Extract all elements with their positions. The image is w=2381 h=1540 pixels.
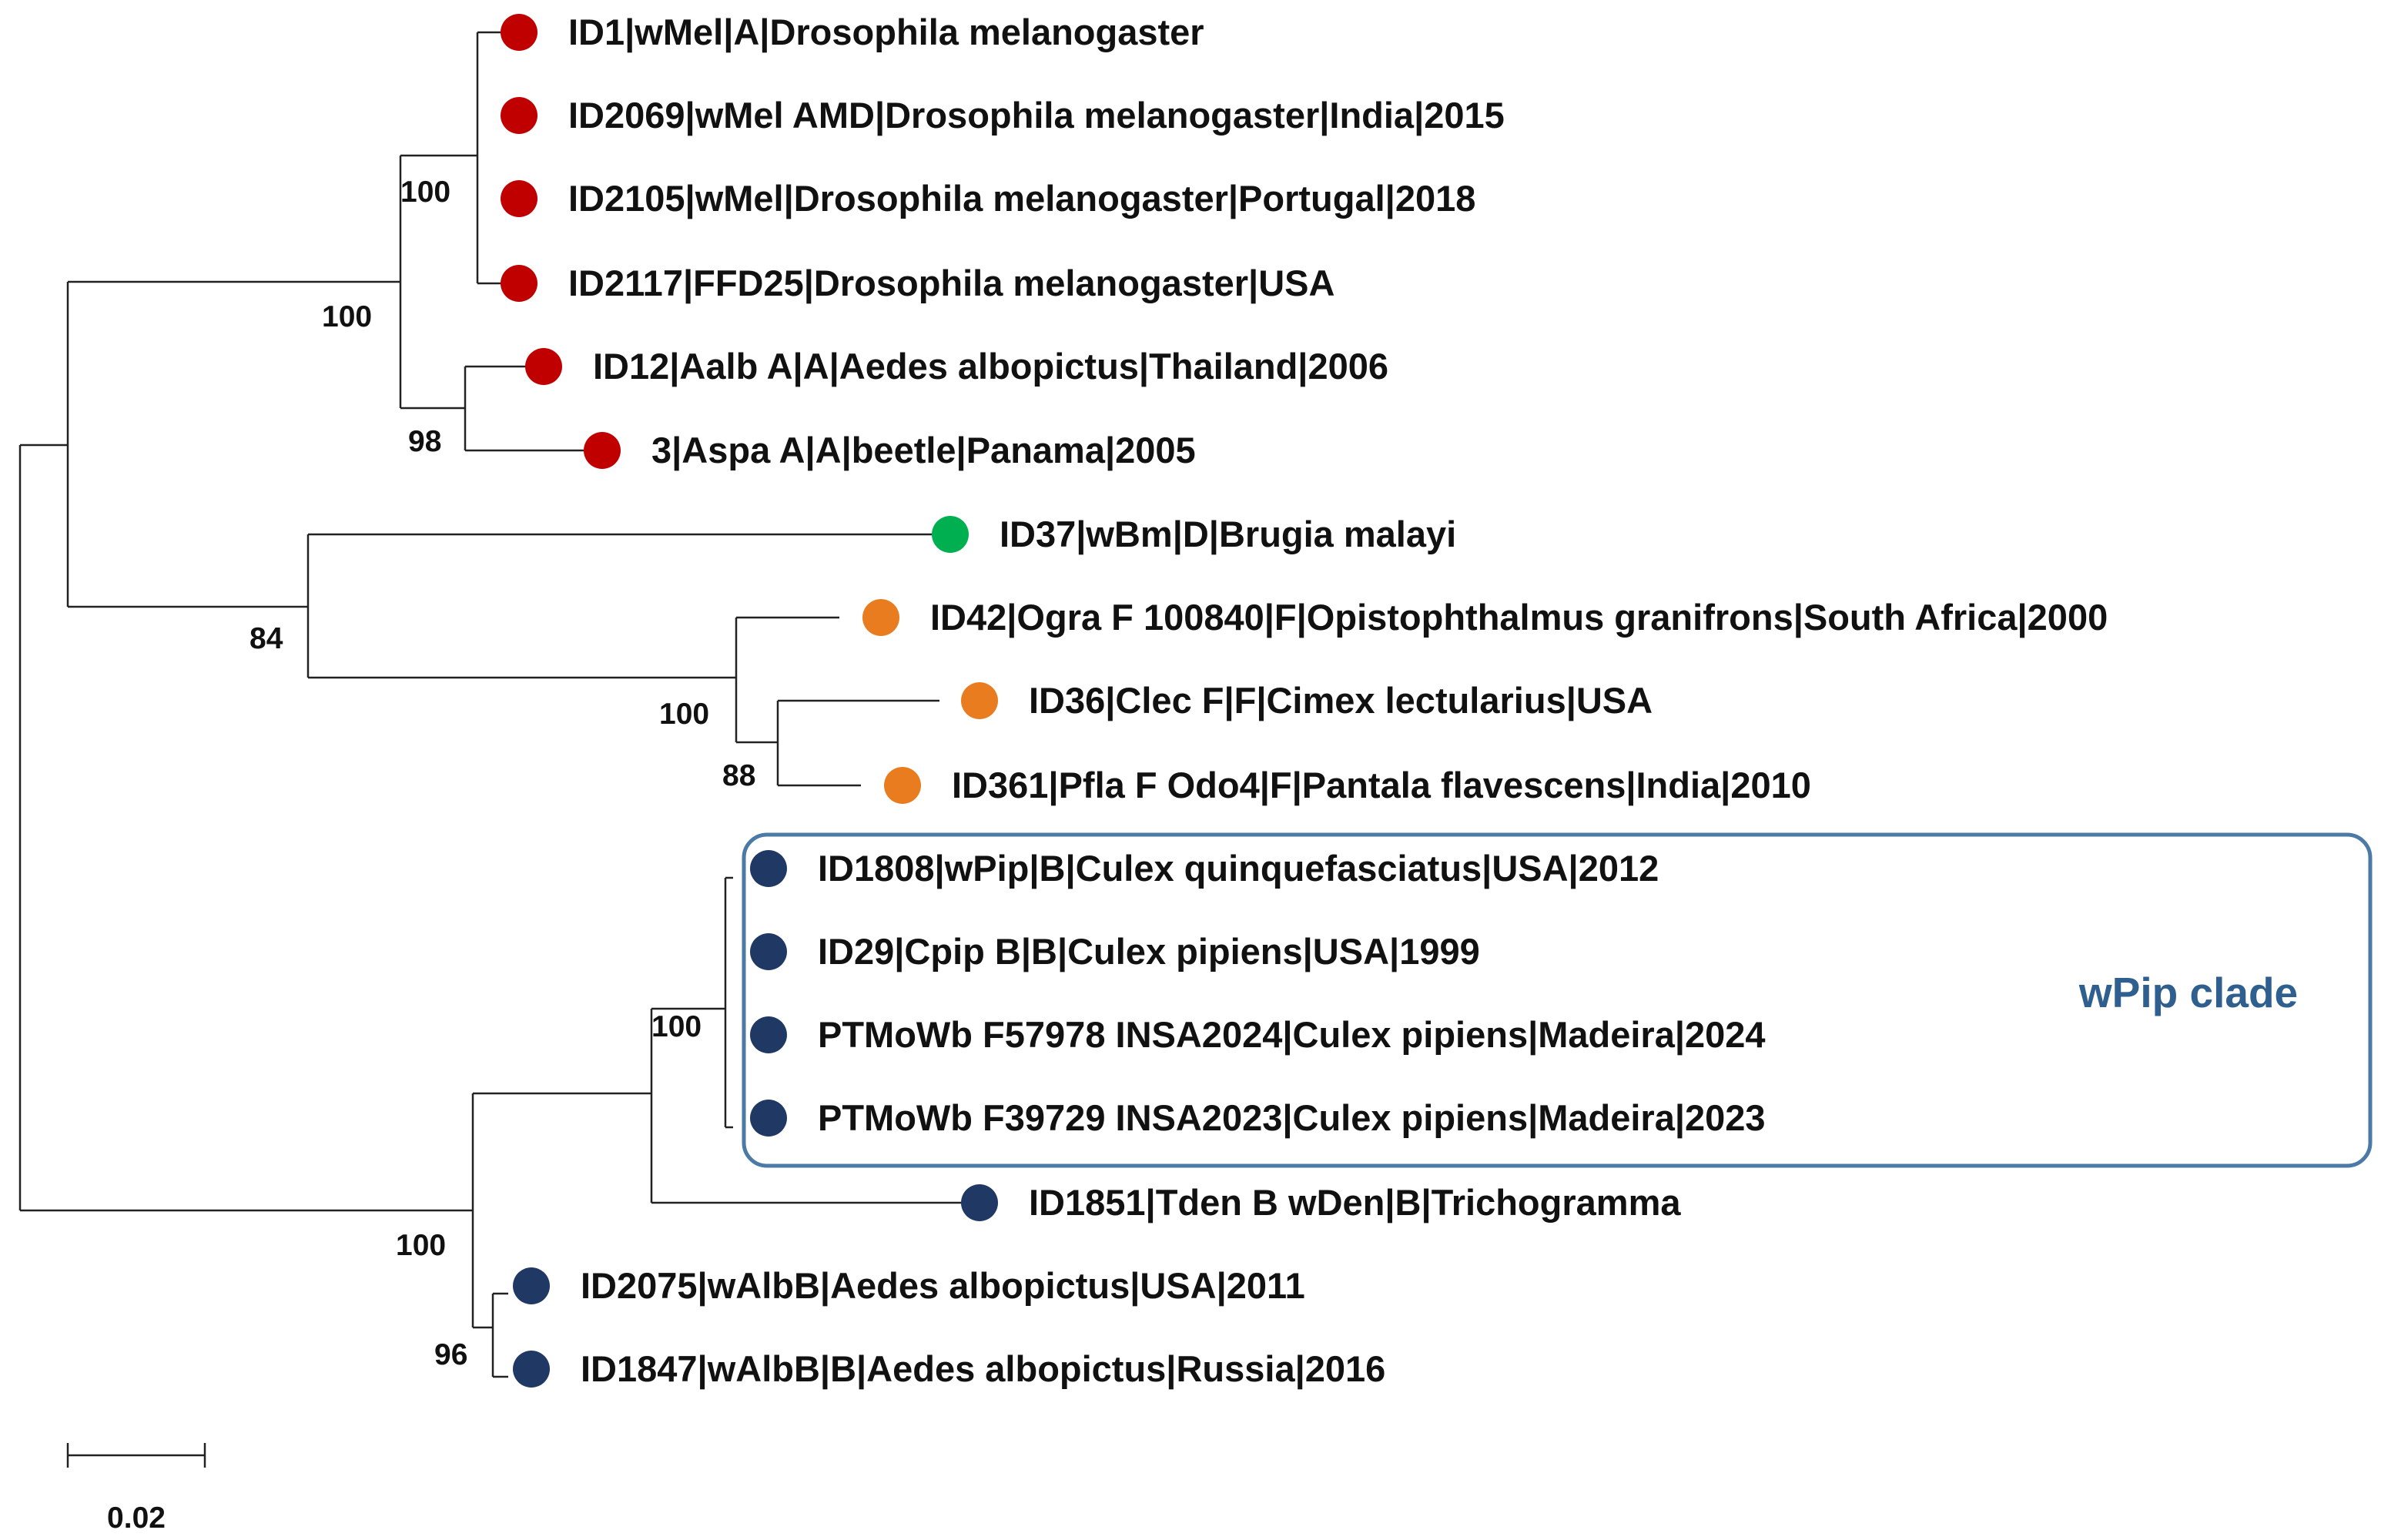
tip-marker-t16	[513, 1267, 550, 1304]
support-value-wpip: 100	[651, 1010, 702, 1043]
tip-marker-t9	[961, 682, 998, 719]
tip-marker-t8	[862, 599, 899, 636]
tip-marker-t7	[932, 516, 969, 553]
tip-label-t2: ID2069|wMel AMD|Drosophila melanogaster|…	[568, 95, 1505, 136]
support-value-clec-pfla: 88	[722, 759, 755, 792]
tip-marker-t10	[884, 767, 921, 804]
tip-marker-t17	[513, 1351, 550, 1388]
support-value-wmel: 100	[400, 176, 450, 209]
scale-bar	[66, 1443, 206, 1468]
tip-label-t12: ID29|Cpip B|B|Culex pipiens|USA|1999	[818, 931, 1480, 972]
support-value-group-a: 100	[322, 300, 372, 333]
tip-marker-t11	[750, 850, 787, 887]
tip-label-t4: ID2117|FFD25|Drosophila melanogaster|USA	[568, 263, 1334, 303]
tip-label-t7: ID37|wBm|D|Brugia malayi	[1000, 514, 1456, 554]
tip-marker-t13	[750, 1016, 787, 1053]
tip-label-t5: ID12|Aalb A|A|Aedes albopictus|Thailand|…	[593, 346, 1388, 387]
tip-marker-t5	[525, 348, 562, 385]
tip-label-t13: PTMoWb F57978 INSA2024|Culex pipiens|Mad…	[818, 1014, 1766, 1055]
tip-marker-t1	[501, 14, 537, 51]
tip-marker-t3	[501, 180, 537, 217]
wpip-clade-box	[742, 832, 2373, 1168]
tip-label-t17: ID1847|wAlbB|B|Aedes albopictus|Russia|2…	[581, 1348, 1385, 1389]
tip-label-t1: ID1|wMel|A|Drosophila melanogaster	[568, 12, 1204, 52]
support-values: 100 100 98 84 100 88 100 100 96	[249, 176, 755, 1371]
tip-label-t6: 3|Aspa A|A|beetle|Panama|2005	[651, 430, 1196, 470]
tip-label-t11: ID1808|wPip|B|Culex quinquefasciatus|USA…	[818, 848, 1659, 889]
tip-marker-t12	[750, 933, 787, 970]
tree-branches	[18, 31, 963, 1378]
tip-label-t9: ID36|Clec F|F|Cimex lectularius|USA	[1029, 680, 1653, 721]
support-value-walbb: 96	[434, 1338, 467, 1371]
tip-marker-t4	[501, 265, 537, 302]
tip-marker-t2	[501, 97, 537, 134]
tip-label-t15: ID1851|Tden B wDen|B|Trichogramma	[1029, 1182, 1681, 1223]
support-value-group-f: 100	[659, 698, 709, 731]
tip-marker-t15	[961, 1184, 998, 1221]
tip-marker-t14	[750, 1100, 787, 1137]
support-value-df: 84	[249, 622, 283, 655]
tip-marker-t6	[584, 432, 621, 469]
support-value-group-b: 100	[396, 1229, 446, 1262]
wpip-clade-label: wPip clade	[2078, 969, 2298, 1016]
tip-group: ID1|wMel|A|Drosophila melanogasterID2069…	[501, 12, 2108, 1389]
tip-label-t10: ID361|Pfla F Odo4|F|Pantala flavescens|I…	[952, 765, 1811, 805]
scale-bar-label: 0.02	[107, 1502, 166, 1535]
tip-label-t3: ID2105|wMel|Drosophila melanogaster|Port…	[568, 178, 1475, 219]
tip-label-t8: ID42|Ogra F 100840|F|Opistophthalmus gra…	[930, 597, 2108, 638]
support-value-aalb-aspa: 98	[408, 425, 441, 458]
tip-label-t14: PTMoWb F39729 INSA2023|Culex pipiens|Mad…	[818, 1097, 1766, 1138]
tip-label-t16: ID2075|wAlbB|Aedes albopictus|USA|2011	[581, 1265, 1305, 1306]
